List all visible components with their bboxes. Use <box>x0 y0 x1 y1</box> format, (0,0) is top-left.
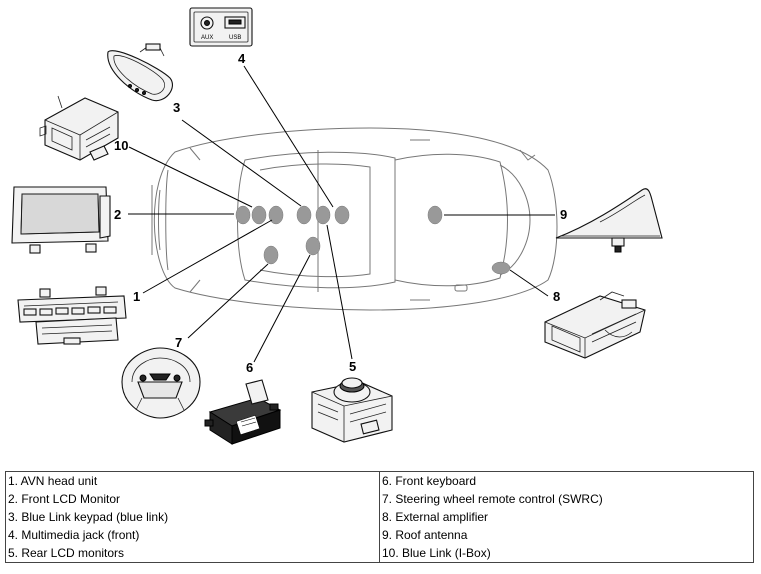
marker-bluelink-ibox <box>251 205 267 225</box>
usb-label: USB <box>229 35 241 41</box>
marker-bluelink-keypad <box>296 205 312 225</box>
legend-item: 7. Steering wheel remote control (SWRC) <box>382 492 603 506</box>
car-top-view <box>151 127 558 311</box>
callout-2: 2 <box>114 207 121 222</box>
car-audio-component-diagram: 1 2 3 4 5 6 7 8 9 10 AUX USB <box>11 7 663 445</box>
bluelink-keypad-mirror-illustration <box>107 43 173 102</box>
legend-item: 1. AVN head unit <box>8 474 98 488</box>
roof-antenna-illustration <box>555 188 663 253</box>
marker-swrc <box>263 245 279 265</box>
bluelink-ibox-illustration <box>39 95 119 161</box>
legend-item: 6. Front keyboard <box>382 474 477 488</box>
external-amplifier-illustration <box>544 291 646 359</box>
marker-roof-antenna <box>427 205 443 225</box>
callout-5: 5 <box>349 359 356 374</box>
multimedia-jack-illustration: AUX USB <box>189 7 253 47</box>
callout-3: 3 <box>173 100 180 115</box>
legend-item: 9. Roof antenna <box>382 528 468 542</box>
marker-avn-head-unit <box>268 205 284 225</box>
legend-column-left: 1. AVN head unit 2. Front LCD Monitor 3.… <box>6 472 379 562</box>
aux-label: AUX <box>201 35 213 41</box>
callout-1: 1 <box>133 289 140 304</box>
callout-numbers: 1 2 3 4 5 6 7 8 9 10 <box>114 51 567 375</box>
front-lcd-monitor-illustration <box>11 186 111 254</box>
callout-4: 4 <box>238 51 246 66</box>
front-keyboard-illustration <box>204 379 282 445</box>
location-markers <box>235 205 511 275</box>
marker-front-lcd-monitor <box>235 205 251 225</box>
legend-item: 8. External amplifier <box>382 510 489 524</box>
marker-external-amplifier <box>491 261 511 275</box>
callout-6: 6 <box>246 360 253 375</box>
callout-10: 10 <box>114 138 128 153</box>
leader-lines <box>128 65 555 363</box>
legend-item: 4. Multimedia jack (front) <box>8 528 140 542</box>
marker-multimedia-jack <box>315 205 331 225</box>
avn-head-unit-illustration <box>17 286 127 345</box>
marker-rear-lcd-monitors <box>334 205 350 225</box>
callout-8: 8 <box>553 289 560 304</box>
rear-controller-illustration <box>311 377 393 443</box>
marker-front-keyboard <box>305 236 321 256</box>
legend-item: 10. Blue Link (I-Box) <box>382 546 491 560</box>
legend-item: 2. Front LCD Monitor <box>8 492 121 506</box>
callout-9: 9 <box>560 207 567 222</box>
legend-item: 3. Blue Link keypad (blue link) <box>8 510 169 524</box>
legend-item: 5. Rear LCD monitors <box>8 546 125 560</box>
callout-7: 7 <box>175 335 182 350</box>
legend-column-right: 6. Front keyboard 7. Steering wheel remo… <box>379 472 753 562</box>
steering-wheel-swrc-illustration <box>121 347 201 419</box>
legend-table: 1. AVN head unit 2. Front LCD Monitor 3.… <box>5 471 754 563</box>
